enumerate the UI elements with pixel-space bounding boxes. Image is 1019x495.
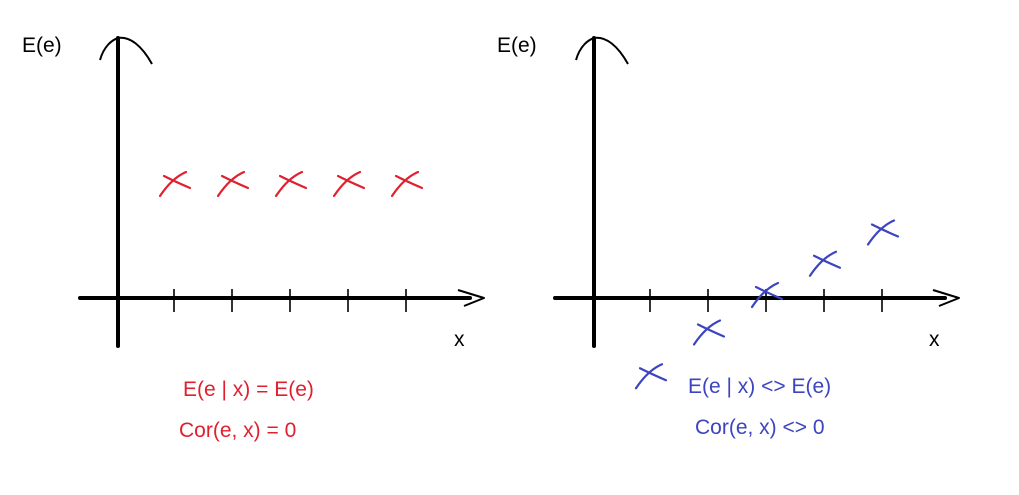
x-axis-label-left: x bbox=[454, 328, 465, 351]
y-axis-arrow-left-stroke bbox=[99, 37, 119, 61]
x-axis-arrow bbox=[932, 289, 960, 307]
data-point bbox=[866, 219, 900, 246]
data-point-stroke bbox=[162, 174, 192, 190]
x-axis-arrow bbox=[457, 289, 485, 307]
caption-conditional-expectation-left: E(e | x) = E(e) bbox=[183, 378, 314, 401]
data-point-stroke bbox=[278, 174, 308, 190]
x-axis-label-right: x bbox=[929, 328, 940, 351]
data-point bbox=[332, 170, 366, 198]
data-point-stroke bbox=[394, 174, 424, 190]
y-axis-label-right: E(e) bbox=[497, 34, 537, 57]
data-point bbox=[692, 319, 726, 346]
y-axis-arrow-right-stroke bbox=[117, 36, 153, 65]
data-point-stroke bbox=[638, 367, 668, 382]
chart-left bbox=[78, 36, 485, 348]
caption-conditional-expectation-right: E(e | x) <> E(e) bbox=[688, 375, 832, 398]
caption-correlation-left: Cor(e, x) = 0 bbox=[179, 419, 297, 442]
data-point bbox=[158, 170, 192, 198]
data-point bbox=[808, 250, 842, 277]
data-point-stroke bbox=[220, 174, 250, 190]
data-point-stroke bbox=[336, 174, 366, 190]
data-point bbox=[216, 170, 250, 198]
chart-right bbox=[553, 36, 960, 390]
data-point bbox=[750, 281, 784, 309]
data-point bbox=[390, 170, 424, 198]
data-point-stroke bbox=[696, 323, 726, 338]
y-axis-arrow-left-stroke bbox=[575, 37, 595, 61]
data-point bbox=[274, 170, 308, 198]
data-point-stroke bbox=[870, 223, 900, 238]
caption-correlation-right: Cor(e, x) <> 0 bbox=[695, 416, 825, 439]
y-axis-label-left: E(e) bbox=[22, 34, 62, 57]
data-point-stroke bbox=[754, 285, 784, 301]
y-axis-arrow-right-stroke bbox=[593, 36, 629, 65]
data-point bbox=[634, 363, 668, 390]
data-point-stroke bbox=[812, 254, 842, 269]
